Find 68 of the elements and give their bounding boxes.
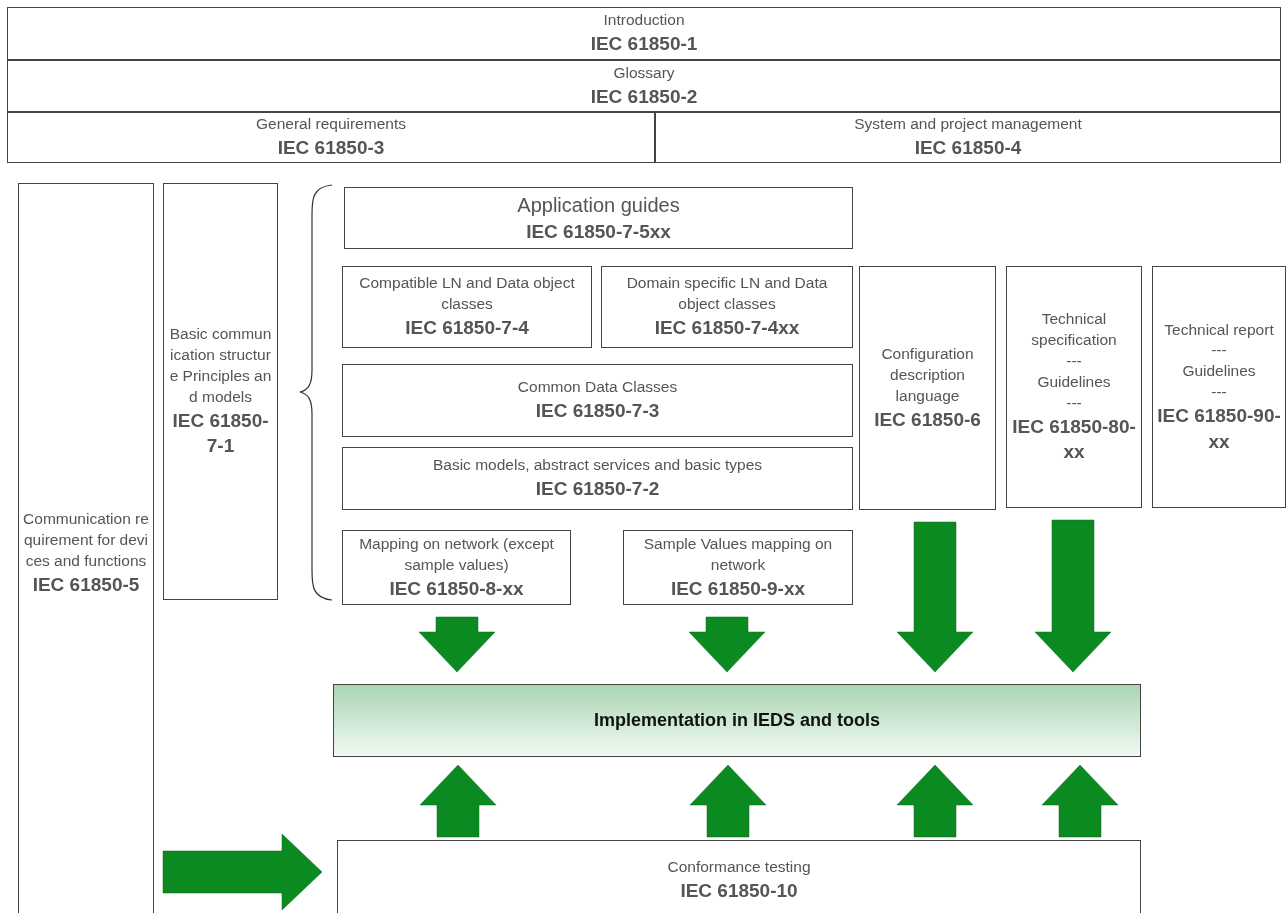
standard-number: IEC 61850-6 <box>874 407 981 432</box>
standard-box <box>859 266 996 510</box>
standard-box <box>342 364 853 437</box>
standard-number: IEC 61850-4 <box>914 136 1022 161</box>
box-title: --- <box>1211 340 1227 361</box>
standard-number: IEC 61850-9-xx <box>670 576 806 601</box>
block-arrow <box>689 764 767 838</box>
box-title: Guidelines <box>1037 371 1111 392</box>
standard-box <box>1006 266 1142 508</box>
box-title: --- <box>1211 382 1227 403</box>
standard-number: IEC 61850-7-4 <box>405 316 529 341</box>
standard-box <box>342 447 853 510</box>
standard-box <box>1152 266 1286 508</box>
box-title: Sample Values mapping on network <box>642 533 834 575</box>
box-title: Introduction <box>603 10 685 31</box>
block-arrow <box>1034 519 1112 673</box>
standard-number: IEC 61850-5 <box>32 572 140 597</box>
standard-box <box>623 530 853 605</box>
standard-box <box>333 684 1141 757</box>
standard-box <box>7 60 1281 112</box>
box-title: General requirements <box>256 114 406 135</box>
box-title: Technical report <box>1164 319 1274 340</box>
standard-number: IEC 61850-90-xx <box>1157 404 1281 454</box>
standard-box <box>337 840 1141 913</box>
box-title: --- <box>1066 392 1082 413</box>
box-title: Application guides <box>517 192 680 218</box>
standard-number: IEC 61850-1 <box>590 32 698 57</box>
block-arrow <box>688 616 766 673</box>
standard-number: IEC 61850-8-xx <box>389 576 524 601</box>
box-title: Conformance testing <box>667 856 811 877</box>
standard-box <box>342 530 571 605</box>
standard-box <box>7 112 655 163</box>
box-title: Communication requirement for devices and functions <box>23 508 149 571</box>
block-arrow <box>1041 764 1119 838</box>
standard-number: IEC 61850-7-2 <box>535 477 660 502</box>
standard-number: IEC 61850-7-4xx <box>654 316 800 341</box>
standard-number: IEC 61850-2 <box>590 84 698 109</box>
standard-number: IEC 61850-7-1 <box>171 408 270 459</box>
standard-number: IEC 61850-10 <box>680 878 798 903</box>
standard-number: IEC 61850-7-5xx <box>526 219 671 244</box>
box-title: Compatible LN and Data object classes <box>358 273 576 315</box>
standard-box <box>18 183 154 913</box>
block-arrow <box>419 764 497 838</box>
standard-box <box>7 7 1281 60</box>
box-title: System and project management <box>854 114 1082 135</box>
standard-box <box>655 112 1281 163</box>
standard-box <box>163 183 278 600</box>
standard-number: IEC 61850-3 <box>277 136 385 161</box>
block-arrow <box>896 764 974 838</box>
standard-box <box>342 266 592 348</box>
box-title: --- <box>1066 350 1082 371</box>
box-title: Common Data Classes <box>517 377 678 398</box>
box-title: Guidelines <box>1182 361 1256 382</box>
box-title: Basic communication structure Principles and models <box>168 324 273 407</box>
block-arrow <box>162 833 323 911</box>
block-arrow <box>418 616 496 673</box>
standard-box <box>601 266 853 348</box>
block-arrow <box>896 521 974 673</box>
box-title: Implementation in IEDS and tools <box>594 709 880 733</box>
box-title: Basic models, abstract services and basic types <box>432 455 763 476</box>
box-title: Configuration description language <box>880 343 975 406</box>
standard-box <box>344 187 853 249</box>
box-title: Technical specification <box>1030 309 1118 350</box>
standard-number: IEC 61850-80-xx <box>1011 414 1137 465</box>
box-title: Domain specific LN and Data object classes <box>625 273 829 315</box>
box-title: Mapping on network (except sample values) <box>358 533 555 575</box>
box-title: Glossary <box>613 62 675 83</box>
standard-number: IEC 61850-7-3 <box>535 399 660 424</box>
